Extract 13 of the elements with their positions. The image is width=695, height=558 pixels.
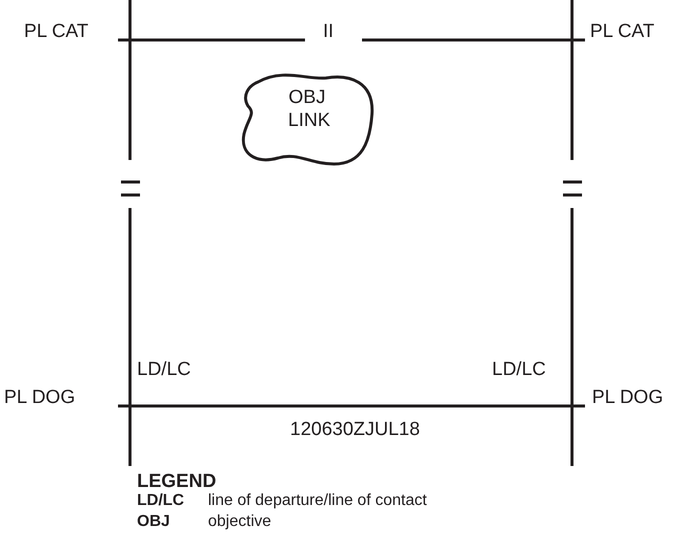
legend-description: objective [208, 514, 272, 530]
legend-title: LEGEND [137, 472, 216, 491]
line-label: LD/LC [137, 360, 191, 379]
echelon-label: II [323, 22, 334, 41]
phase-line-label: PL CAT [24, 22, 88, 41]
phase-line-label: PL DOG [592, 388, 664, 407]
phase-line-label: PL DOG [4, 388, 76, 407]
phase-line-label: PL CAT [590, 22, 654, 41]
legend-key: LD/LC [137, 493, 184, 509]
legend-key: OBJ [137, 514, 170, 530]
date-time-group: 120630ZJUL18 [290, 420, 420, 439]
line-label: LD/LC [492, 360, 546, 379]
legend-description: line of departure/line of contact [208, 493, 427, 509]
